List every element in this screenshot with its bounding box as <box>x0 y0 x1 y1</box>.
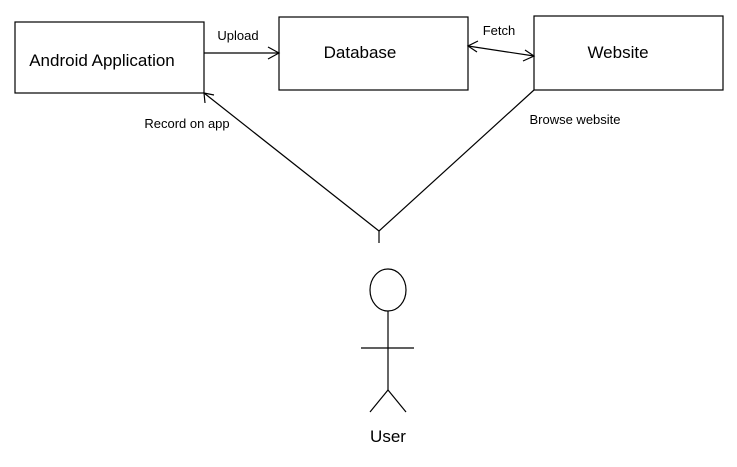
android-application-node[interactable]: Android Application <box>14 21 205 94</box>
record-on-app-label: Record on app <box>144 116 229 131</box>
browse-website-label: Browse website <box>529 112 620 127</box>
upload-label: Upload <box>217 28 258 43</box>
website-label: Website <box>587 43 648 62</box>
fetch-label: Fetch <box>483 23 516 38</box>
user-actor-icon[interactable] <box>361 268 414 413</box>
upload-arrow <box>204 46 281 60</box>
record-on-app-arrow <box>203 92 380 232</box>
android-application-label: Android Application <box>29 51 175 70</box>
browse-website-line <box>378 89 535 232</box>
user-label: User <box>370 427 406 446</box>
database-label: Database <box>324 43 397 62</box>
database-node[interactable]: Database <box>278 16 469 91</box>
fetch-arrow <box>466 40 536 62</box>
website-node[interactable]: Website <box>533 15 724 91</box>
